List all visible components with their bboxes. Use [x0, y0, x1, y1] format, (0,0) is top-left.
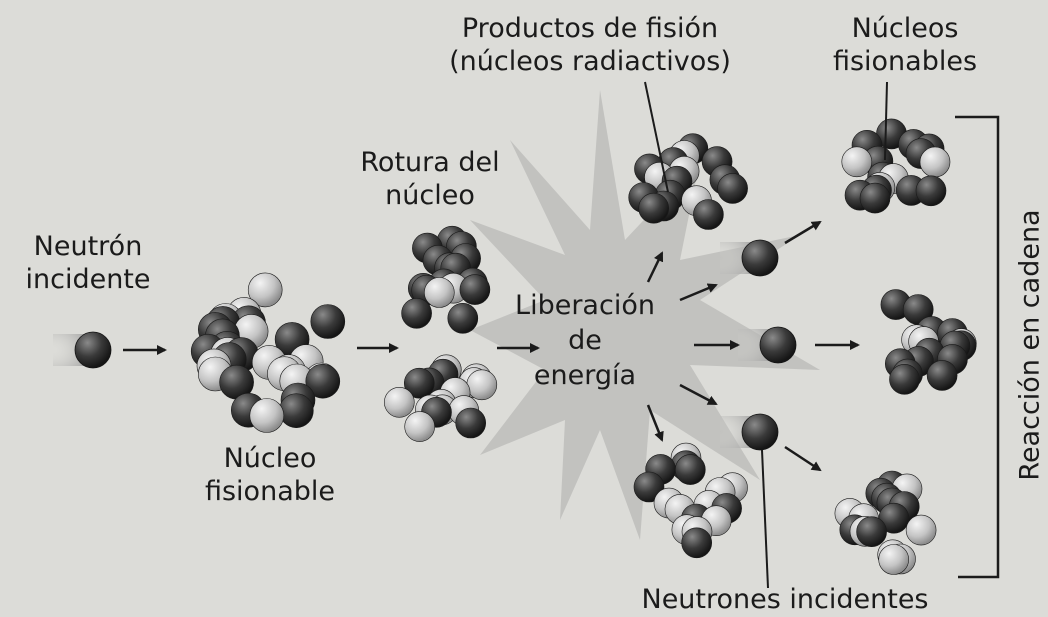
split-fragment-bottom — [383, 354, 498, 442]
arrow-energy-to-neutron-bot — [679, 383, 718, 406]
nucleon — [841, 146, 873, 178]
nucleon — [693, 199, 724, 230]
nucleon — [638, 192, 670, 224]
arrow-energy-to-neutron-top — [679, 283, 718, 302]
nucleon — [455, 407, 487, 439]
nucleon — [278, 393, 314, 429]
leader-incident-neutrons — [761, 449, 769, 589]
nucleon — [889, 363, 920, 395]
leader-fission-products — [644, 81, 669, 193]
arrow-neutron-top-out — [784, 220, 822, 245]
nucleon — [717, 173, 748, 204]
leader-fissile-nuclei — [884, 81, 888, 161]
nucleon — [383, 386, 415, 418]
nucleon — [247, 272, 283, 308]
nucleon — [401, 297, 432, 329]
fissile-nucleus — [190, 272, 346, 433]
nucleon — [423, 277, 455, 308]
nucleon — [915, 175, 947, 207]
label-fissile-nuclei: Núcleos fisionables — [832, 13, 978, 77]
released-neutron-middle — [738, 326, 797, 364]
nucleon — [856, 516, 887, 548]
nucleon — [403, 367, 435, 399]
label-nucleus-split: Rotura del núcleo — [360, 147, 500, 211]
fissile-nucleus-bottom — [834, 470, 937, 575]
label-fissile-nucleus: Núcleo fisionable — [204, 443, 335, 507]
nucleon — [859, 182, 891, 214]
nucleon — [459, 274, 491, 305]
arrow-to-product-top — [646, 251, 664, 283]
nucleon — [926, 360, 958, 391]
arrow-to-product-bottom — [646, 404, 664, 442]
fission-product-bottom — [633, 442, 748, 559]
nucleon — [919, 146, 951, 178]
nucleon — [305, 363, 341, 399]
nucleon — [310, 304, 346, 339]
split-fragment-top — [401, 225, 491, 334]
released-neutron-bottom — [720, 413, 779, 451]
nucleon — [447, 302, 479, 334]
energy-burst — [470, 90, 820, 540]
nucleon — [878, 544, 910, 575]
nucleon — [674, 454, 706, 485]
fissile-nucleus-top — [841, 118, 951, 214]
fissile-nucleus-middle — [880, 289, 977, 395]
arrow-neutron-bot-out — [784, 445, 822, 472]
label-fission-products: Productos de fisión (núcleos radiactivos… — [449, 13, 731, 77]
nucleon — [249, 398, 285, 433]
nucleon — [878, 502, 910, 534]
incident-neutron — [53, 331, 112, 369]
nucleon — [681, 527, 713, 559]
label-incident-neutrons: Neutrones incidentes — [641, 584, 929, 615]
label-incident-neutron: Neutrón incidente — [25, 231, 151, 295]
label-chain-reaction: Reacción en cadena — [1014, 209, 1046, 481]
chain-reaction-bracket — [955, 115, 1000, 579]
released-neutron-top — [720, 239, 779, 277]
nucleon — [905, 514, 937, 546]
fission-product-top — [628, 133, 748, 230]
label-energy-release: Liberación de energía — [515, 290, 655, 391]
nucleon — [404, 411, 436, 442]
